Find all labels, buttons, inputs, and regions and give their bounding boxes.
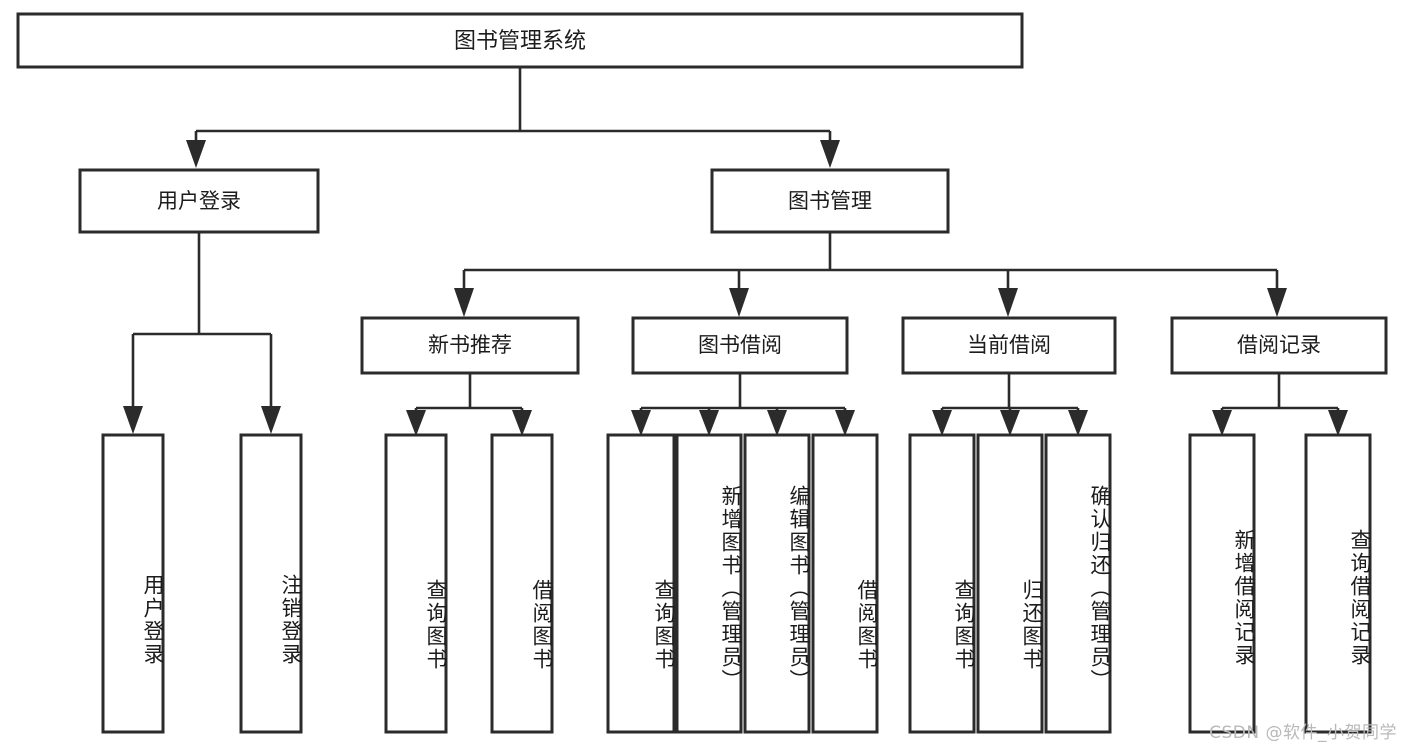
book-manage-box[interactable]	[710, 168, 950, 234]
leaf-box-currentborrow-1[interactable]	[908, 433, 976, 734]
arrowhead-to-borrow-record	[1267, 288, 1287, 317]
borrow-record-box[interactable]	[1170, 316, 1388, 375]
leaf-box-bookborrow-2[interactable]	[675, 433, 743, 734]
arrowhead-leaf-bookborrow-4	[835, 410, 855, 436]
arrowhead-leaf-bookborrow-3	[767, 410, 787, 436]
current-borrow-box[interactable]	[901, 316, 1117, 375]
leaf-box-borrowrecord-2[interactable]	[1304, 433, 1372, 734]
arrowhead-to-new-book	[454, 288, 474, 317]
user-login-label: 用户登录	[157, 189, 241, 213]
arrowhead-leaf-user-login-1	[123, 406, 143, 434]
leaf-box-borrowrecord-1[interactable]	[1188, 433, 1256, 734]
arrowhead-leaf-newbook-1	[406, 410, 426, 436]
new-book-recommend-box[interactable]	[360, 316, 580, 375]
new-book-recommend-label: 新书推荐	[428, 333, 512, 357]
arrowhead-to-book-manage	[820, 140, 840, 168]
leaf-box-bookborrow-1[interactable]	[606, 433, 676, 734]
leaf-box-newbook-2[interactable]	[490, 433, 554, 734]
leaf-box-currentborrow-3[interactable]	[1044, 433, 1112, 734]
book-manage-label: 图书管理	[788, 189, 872, 213]
leaf-box-bookborrow-4[interactable]	[811, 433, 879, 734]
leaf-box-user-login-1[interactable]	[101, 433, 165, 734]
arrowhead-leaf-currentborrow-1	[932, 410, 952, 436]
arrowhead-leaf-currentborrow-2	[1000, 410, 1020, 436]
arrowhead-leaf-bookborrow-1	[631, 410, 651, 436]
arrowhead-leaf-borrowrecord-1	[1212, 410, 1232, 436]
root-box[interactable]	[16, 12, 1024, 69]
arrowhead-to-current-borrow	[998, 288, 1018, 317]
node-new-book-recommend[interactable]: 新书推荐	[360, 316, 580, 375]
book-borrow-box[interactable]	[631, 316, 849, 375]
root-label: 图书管理系统	[454, 29, 586, 54]
borrow-record-label: 借阅记录	[1237, 333, 1321, 357]
node-root-system[interactable]: 图书管理系统	[16, 12, 1024, 69]
node-book-borrow[interactable]: 图书借阅	[631, 316, 849, 375]
node-book-manage[interactable]: 图书管理	[710, 168, 950, 234]
arrowhead-leaf-bookborrow-2	[699, 410, 719, 436]
arrowhead-leaf-borrowrecord-2	[1328, 410, 1348, 436]
leaf-box-user-login-2[interactable]	[239, 433, 303, 734]
arrowhead-to-book-borrow	[729, 288, 749, 317]
csdn-watermark: CSDN @软件_小贺同学	[1209, 723, 1397, 743]
current-borrow-label: 当前借阅	[967, 333, 1051, 357]
node-user-login[interactable]: 用户登录	[78, 168, 320, 234]
node-borrow-record[interactable]: 借阅记录	[1170, 316, 1388, 375]
node-current-borrow[interactable]: 当前借阅	[901, 316, 1117, 375]
leaf-box-bookborrow-3[interactable]	[743, 433, 811, 734]
leaf-box-currentborrow-2[interactable]	[976, 433, 1044, 734]
arrowhead-leaf-user-login-2	[261, 406, 281, 434]
book-borrow-label: 图书借阅	[698, 333, 782, 357]
arrowhead-leaf-currentborrow-3	[1068, 410, 1088, 436]
arrowhead-leaf-newbook-2	[512, 410, 532, 436]
arrowhead-to-user-login	[186, 140, 206, 168]
leaf-box-newbook-1[interactable]	[384, 433, 448, 734]
